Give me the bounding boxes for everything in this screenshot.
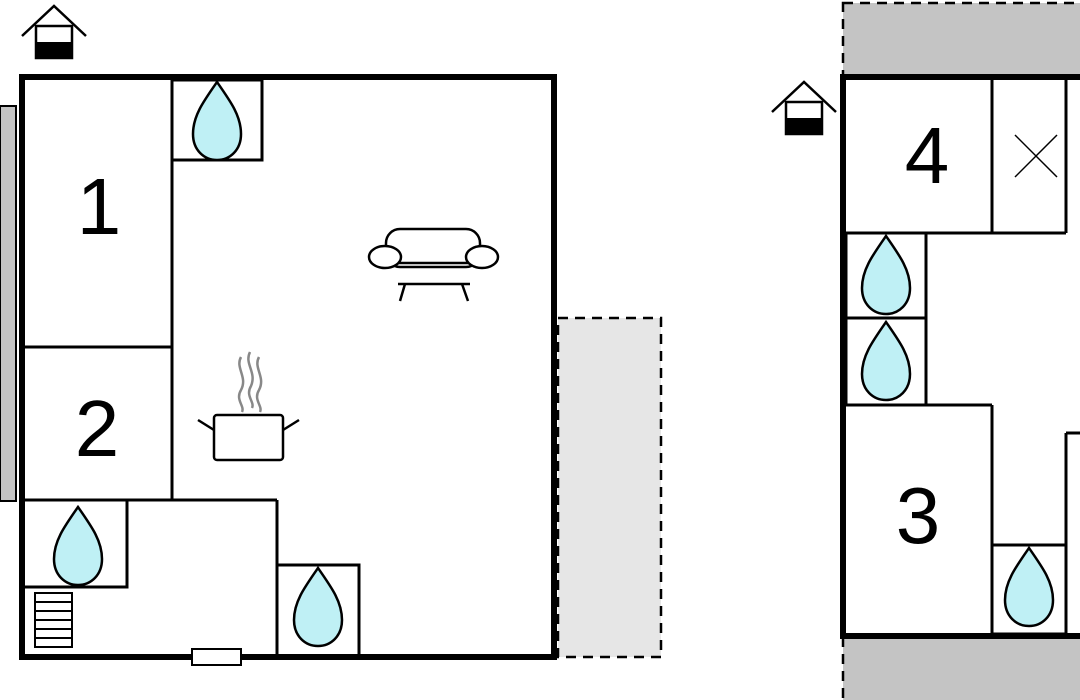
- house-entrance-icon: [20, 4, 88, 60]
- cooking-pot-icon: [197, 351, 300, 462]
- top-balcony: [841, 1, 1080, 79]
- terrace-area: [556, 316, 663, 659]
- room-number-4: 4: [905, 111, 950, 200]
- floor-plan-upper-floor: 4 3: [770, 1, 1080, 700]
- room-number-3: 3: [896, 471, 941, 560]
- side-balcony: [0, 105, 17, 502]
- closet-cross-icon: [1014, 134, 1058, 178]
- interior-walls: [20, 78, 361, 659]
- floor-plan-ground-floor: 1 2: [0, 4, 663, 666]
- house-entrance-icon: [770, 80, 838, 136]
- outer-wall: [840, 74, 1080, 639]
- room-number-1: 1: [77, 162, 122, 251]
- room-number-2: 2: [75, 384, 120, 473]
- stairs-icon: [34, 592, 73, 648]
- bottom-balcony: [841, 635, 1080, 700]
- interior-walls: [844, 80, 1080, 636]
- sofa-icon: [367, 227, 500, 302]
- window: [191, 648, 242, 666]
- outer-wall: [19, 74, 557, 660]
